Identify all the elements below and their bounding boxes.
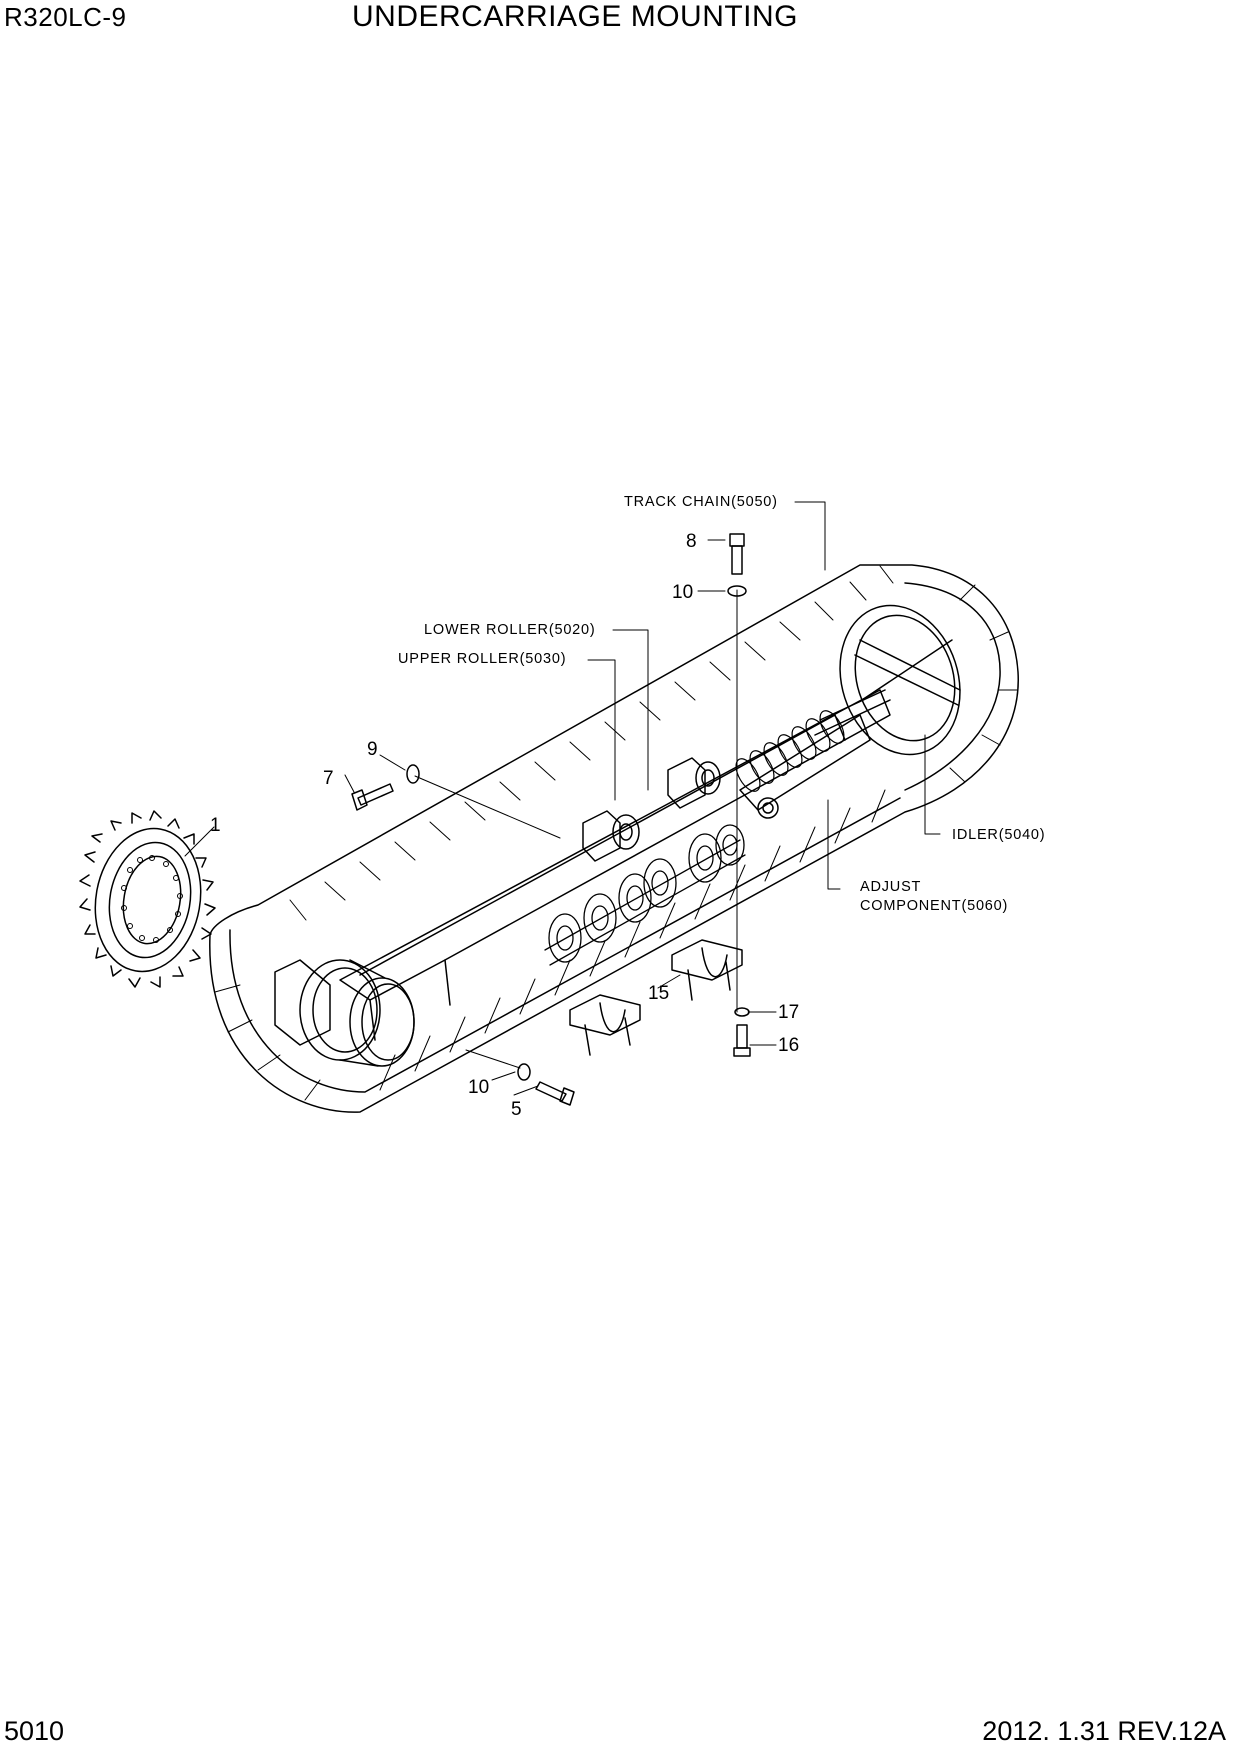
model-number: R320LC-9 [4,2,127,32]
bolt-7 [351,783,394,811]
upper-roller-rear [582,810,640,862]
page-number: 5010 [4,1716,65,1746]
callout-7: 7 [323,768,334,789]
callout-1: 1 [210,815,221,836]
bolt-5 [535,1081,575,1106]
callout-10-top: 10 [672,582,693,603]
page-title: UNDERCARRIAGE MOUNTING [352,0,799,33]
date-revision: 2012. 1.31 REV.12A [982,1716,1226,1746]
washer-9 [406,764,420,784]
adjust-component-label-line2: COMPONENT(5060) [860,898,1008,914]
bolt-16 [733,1024,751,1057]
sprocket [79,810,216,988]
track-chain [209,564,1019,1113]
callout-9: 9 [367,739,378,760]
adjust-component-label-line1: ADJUST [860,879,921,895]
washer-10-bottom [517,1063,531,1081]
lower-rollers [544,824,746,966]
upper-roller-front [667,757,721,809]
leader-lines [184,501,941,1096]
callout-17: 17 [778,1002,799,1023]
final-drive [274,959,415,1067]
idler-label: IDLER(5040) [952,827,1045,843]
track-chain-label: TRACK CHAIN(5050) [624,494,778,510]
callout-16: 16 [778,1035,799,1056]
bolt-8 [729,533,745,575]
adjust-component [735,710,871,819]
callout-10-bottom: 10 [468,1077,489,1098]
track-guard-left [569,994,641,1056]
track-guard-right [671,939,743,1001]
track-frame [339,689,891,1041]
upper-roller-label: UPPER ROLLER(5030) [398,651,566,667]
callout-15: 15 [648,983,669,1004]
callout-5: 5 [511,1099,522,1120]
callout-8: 8 [686,531,697,552]
lower-roller-label: LOWER ROLLER(5020) [424,622,596,638]
